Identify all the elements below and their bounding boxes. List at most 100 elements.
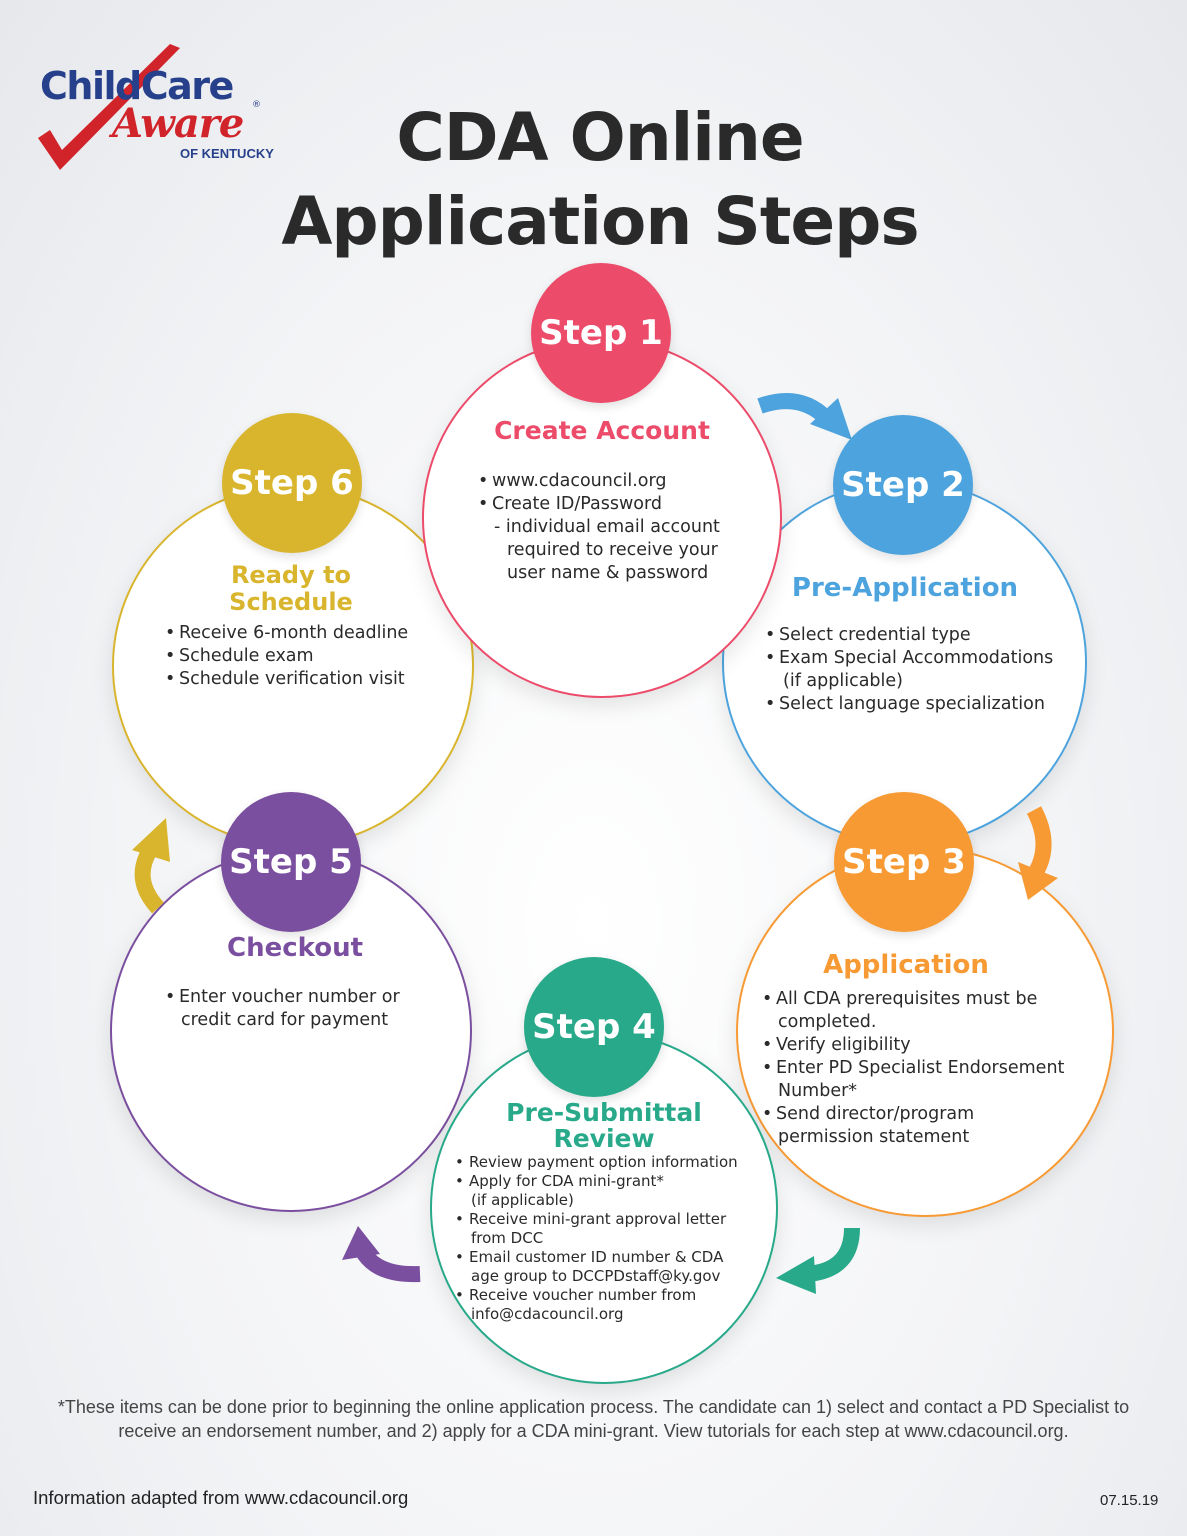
logo-of-kentucky: OF KENTUCKY — [180, 146, 274, 161]
step4-badge-label: Step 4 — [532, 1007, 656, 1047]
step2-list: Select credential type Exam Special Acco… — [765, 624, 1075, 716]
step4-heading: Pre-Submittal Review — [454, 1100, 754, 1152]
step1-item-text: required to receive your — [507, 540, 718, 560]
list-item: credit card for payment — [165, 1009, 445, 1032]
step4-badge: Step 4 — [524, 957, 664, 1097]
list-item: Create ID/Password — [478, 493, 748, 516]
step3-list: All CDA prerequisites must be completed.… — [762, 988, 1102, 1149]
logo-aware: Aware — [112, 100, 244, 147]
step4-item-text: Apply for CDA mini-grant* — [469, 1172, 664, 1190]
list-item: age group to DCCPDstaff@ky.gov — [455, 1267, 765, 1286]
step5-badge: Step 5 — [221, 792, 361, 932]
list-item: user name & password — [478, 562, 748, 585]
checkmark-icon — [38, 44, 180, 170]
step3-item-text: permission statement — [778, 1127, 970, 1147]
step3-item-text: Verify eligibility — [776, 1035, 911, 1055]
step5-heading: Checkout — [226, 933, 364, 963]
page-title: CDA Online Application Steps — [250, 96, 950, 264]
step6-list: Receive 6-month deadline Schedule exam S… — [165, 622, 445, 691]
step4-item-text: Receive mini-grant approval letter — [469, 1210, 727, 1228]
list-item: All CDA prerequisites must be — [762, 988, 1102, 1011]
step6-badge: Step 6 — [222, 413, 362, 553]
step2-heading: Pre-Application — [791, 573, 1019, 603]
list-item: info@cdacouncil.org — [455, 1305, 765, 1324]
list-item: www.cdacouncil.org — [478, 470, 748, 493]
step4-item-text: age group to DCCPDstaff@ky.gov — [471, 1267, 721, 1285]
step6-heading-line-1: Ready to — [230, 561, 352, 589]
step5-item-text: credit card for payment — [181, 1010, 389, 1030]
list-item: (if applicable) — [765, 670, 1075, 693]
list-item: from DCC — [455, 1229, 765, 1248]
step3-badge-label: Step 3 — [842, 842, 966, 882]
step6-item-text: Receive 6-month deadline — [179, 623, 409, 643]
step4-heading-line-2: Review — [553, 1124, 655, 1153]
list-item: Enter PD Specialist Endorsement — [762, 1057, 1102, 1080]
list-item: Receive mini-grant approval letter — [455, 1210, 765, 1229]
step1-item-text: user name & password — [507, 563, 709, 583]
step2-item-text: Select credential type — [779, 625, 971, 645]
step2-item-text: Select language specialization — [779, 694, 1045, 714]
list-item: Verify eligibility — [762, 1034, 1102, 1057]
footnote-line-2: receive an endorsement number, and 2) ap… — [118, 1421, 1069, 1441]
revision-date: 07.15.19 — [1100, 1492, 1159, 1509]
arrow-4-to-5-icon — [342, 1226, 421, 1283]
title-line-1: CDA Online — [396, 99, 804, 176]
arrow-1-to-2-icon — [757, 393, 852, 440]
list-item: required to receive your — [478, 539, 748, 562]
source-credit: Information adapted from www.cdacouncil.… — [33, 1487, 409, 1508]
step6-item-text: Schedule verification visit — [179, 669, 405, 689]
step2-item-text: Exam Special Accommodations — [779, 648, 1054, 668]
list-item: Email customer ID number & CDA — [455, 1248, 765, 1267]
title-line-2: Application Steps — [281, 183, 919, 260]
step3-badge: Step 3 — [834, 792, 974, 932]
list-item: Select language specialization — [765, 693, 1075, 716]
step4-item-text: Receive voucher number from — [469, 1286, 697, 1304]
list-item: Send director/program — [762, 1103, 1102, 1126]
step4-item-text: info@cdacouncil.org — [471, 1305, 624, 1323]
list-item: Apply for CDA mini-grant* — [455, 1172, 765, 1191]
list-item: permission statement — [762, 1126, 1102, 1149]
footnote-line-1: *These items can be done prior to beginn… — [57, 1397, 1130, 1417]
list-item: Receive voucher number from — [455, 1286, 765, 1305]
step5-list: Enter voucher number or credit card for … — [165, 986, 445, 1032]
step6-heading: Ready to Schedule — [141, 562, 441, 616]
logo-childcare: ChildCare — [40, 64, 234, 108]
step2-badge: Step 2 — [833, 415, 973, 555]
arrow-5-to-6-icon — [132, 818, 170, 914]
list-item: completed. — [762, 1011, 1102, 1034]
step1-heading: Create Account — [494, 416, 710, 445]
step6-badge-label: Step 6 — [230, 463, 354, 503]
list-item: Review payment option information — [455, 1153, 765, 1172]
step4-item-text: Email customer ID number & CDA — [469, 1248, 724, 1266]
step1-badge-label: Step 1 — [539, 313, 663, 353]
step4-item-text: from DCC — [471, 1229, 544, 1247]
list-item: Enter voucher number or — [165, 986, 445, 1009]
list-item: (if applicable) — [455, 1191, 765, 1210]
step5-item-text: Enter voucher number or — [179, 987, 400, 1007]
step1-item-text: - individual email account — [494, 517, 720, 537]
step4-item-text: (if applicable) — [471, 1191, 574, 1209]
step4-list: Review payment option information Apply … — [455, 1153, 765, 1324]
list-item: Select credential type — [765, 624, 1075, 647]
list-item: Receive 6-month deadline — [165, 622, 445, 645]
registered-mark: ® — [252, 100, 261, 110]
step4-item-text: Review payment option information — [469, 1153, 738, 1171]
list-item: Number* — [762, 1080, 1102, 1103]
step3-item-text: Send director/program — [776, 1104, 975, 1124]
step1-badge: Step 1 — [531, 263, 671, 403]
step1-item-text: Create ID/Password — [492, 494, 662, 514]
arrow-2-to-3-icon — [1018, 806, 1058, 900]
list-item: - individual email account — [478, 516, 748, 539]
list-item: Schedule exam — [165, 645, 445, 668]
step5-badge-label: Step 5 — [229, 842, 353, 882]
arrow-3-to-4-icon — [776, 1227, 860, 1294]
step6-item-text: Schedule exam — [179, 646, 314, 666]
list-item: Exam Special Accommodations — [765, 647, 1075, 670]
step3-item-text: Enter PD Specialist Endorsement — [776, 1058, 1065, 1078]
step6-heading-line-2: Schedule — [229, 588, 353, 616]
step3-item-text: completed. — [778, 1012, 877, 1032]
step4-heading-line-1: Pre-Submittal — [506, 1098, 702, 1127]
footnote: *These items can be done prior to beginn… — [15, 1395, 1172, 1443]
list-item: Schedule verification visit — [165, 668, 445, 691]
step3-item-text: All CDA prerequisites must be — [776, 989, 1038, 1009]
